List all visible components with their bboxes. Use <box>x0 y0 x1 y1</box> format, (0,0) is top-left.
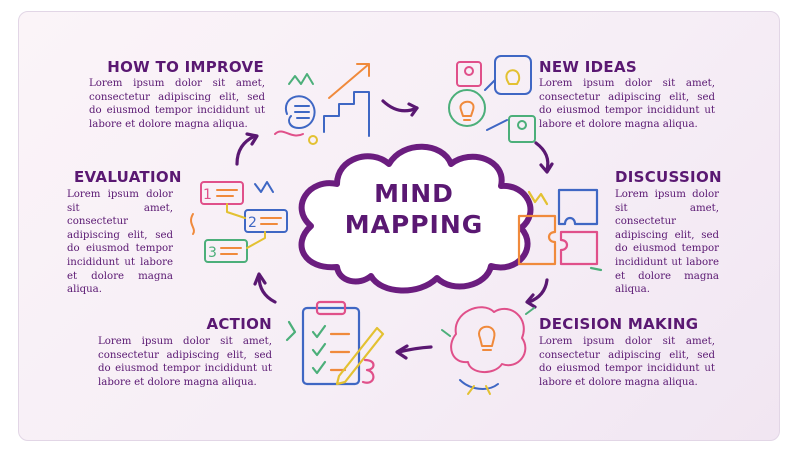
growth-chart-icon <box>274 63 370 145</box>
node-title-new-ideas: NEW IDEAS <box>539 58 637 76</box>
center-title-line-2: MAPPING <box>344 210 484 239</box>
arrow-decision-to-action <box>395 344 433 360</box>
node-text-decision-making: Lorem ipsum dolor sit amet, consectetur … <box>539 336 715 388</box>
node-title-action: ACTION <box>206 315 272 333</box>
numbered-list-icon: 1 2 3 <box>190 181 288 263</box>
brain-lightbulb-icon <box>441 306 535 395</box>
lightbulb-ideas-icon <box>448 55 536 143</box>
arrow-evaluation-to-improve <box>235 132 259 166</box>
node-text-action: Lorem ipsum dolor sit amet, consectetur … <box>98 336 272 388</box>
node-title-how-to-improve: HOW TO IMPROVE <box>107 58 264 76</box>
list-number-1: 1 <box>203 187 212 203</box>
list-number-3: 3 <box>208 245 217 261</box>
slide-card: MIND MAPPING <box>18 11 780 441</box>
node-text-evaluation: Lorem ipsum dolor sit amet, consectetur … <box>67 189 173 296</box>
arrow-discussion-to-decision <box>525 278 549 309</box>
node-text-discussion: Lorem ipsum dolor sit amet, consectetur … <box>615 189 719 296</box>
center-title-line-1: MIND <box>374 179 454 208</box>
node-text-new-ideas: Lorem ipsum dolor sit amet, consectetur … <box>539 78 715 130</box>
puzzle-icon <box>517 188 603 272</box>
list-number-2: 2 <box>248 215 257 231</box>
arrow-action-to-evaluation <box>253 272 277 304</box>
node-text-how-to-improve: Lorem ipsum dolor sit amet, consectetur … <box>89 78 265 130</box>
node-title-decision-making: DECISION MAKING <box>539 315 699 333</box>
clipboard-checklist-icon <box>285 300 385 386</box>
cycle-arrows <box>235 99 554 360</box>
node-title-evaluation: EVALUATION <box>74 168 182 186</box>
arrow-improve-to-ideas <box>381 99 419 117</box>
node-title-discussion: DISCUSSION <box>615 168 722 186</box>
arrow-ideas-to-discussion <box>534 141 554 174</box>
cloud-shape <box>298 143 534 294</box>
